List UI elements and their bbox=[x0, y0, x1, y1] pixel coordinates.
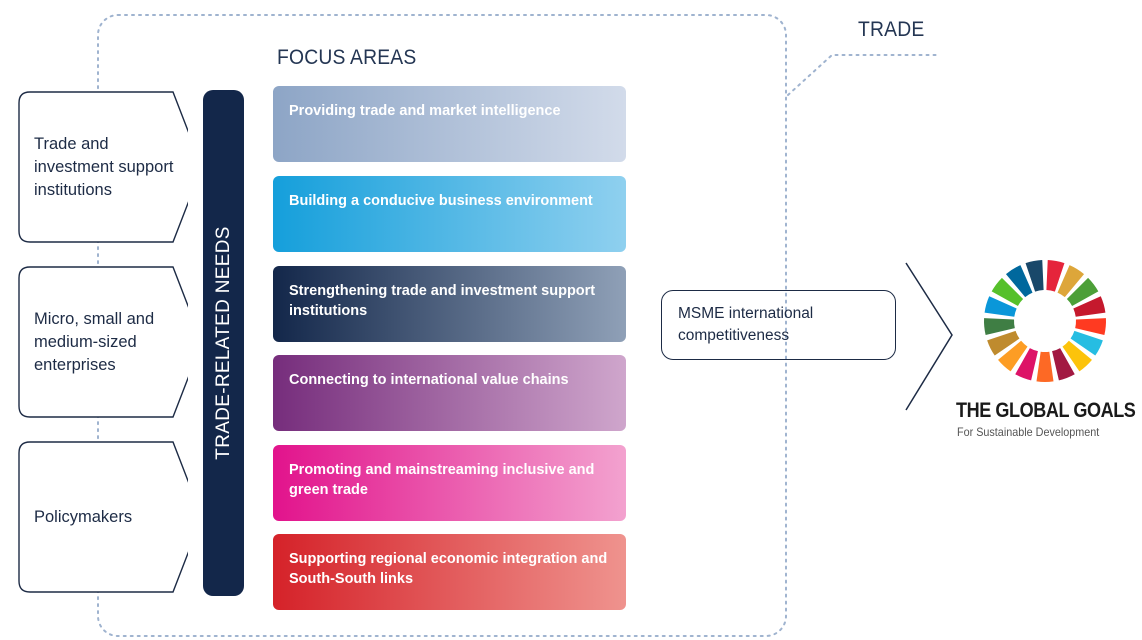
wheel-segment bbox=[984, 318, 1015, 336]
trade-related-needs-label: TRADE-RELATED NEEDS bbox=[212, 226, 234, 460]
wheel-segment bbox=[1073, 296, 1106, 317]
chevron-shape bbox=[18, 266, 188, 418]
global-goals-subtitle: For Sustainable Development bbox=[957, 425, 1100, 439]
wheel-segment bbox=[1046, 260, 1065, 292]
wheel-segment bbox=[1005, 265, 1033, 298]
wheel-segment bbox=[1015, 348, 1038, 381]
chevron-shape bbox=[18, 441, 188, 593]
wheel-segment bbox=[1052, 348, 1075, 381]
focus-areas-heading: FOCUS AREAS bbox=[277, 46, 417, 69]
trade-label: TRADE bbox=[858, 18, 925, 41]
wheel-segment bbox=[1057, 265, 1085, 298]
wheel-segment bbox=[991, 277, 1024, 306]
stakeholder-label: Trade and investment support institution… bbox=[34, 134, 174, 199]
trade-leader-line bbox=[787, 54, 939, 96]
stakeholder-policymakers: Policymakers bbox=[18, 441, 188, 593]
focus-area-business-environment: Building a conducive business environmen… bbox=[273, 176, 626, 252]
focus-area-regional-integration: Supporting regional economic integration… bbox=[273, 534, 626, 610]
wheel-segment bbox=[987, 330, 1020, 356]
focus-area-value-chains: Connecting to international value chains bbox=[273, 355, 626, 431]
stakeholder-label: Micro, small and medium-sized enterprise… bbox=[34, 309, 155, 374]
wheel-segment bbox=[1025, 260, 1044, 292]
focus-area-support-institutions: Strengthening trade and investment suppo… bbox=[273, 266, 626, 342]
wheel-segment bbox=[998, 340, 1028, 372]
chevron-shape bbox=[18, 91, 188, 243]
stakeholder-trade-institutions: Trade and investment support institution… bbox=[18, 91, 188, 243]
outcome-arrow bbox=[905, 262, 953, 411]
wheel-segment bbox=[1066, 277, 1099, 306]
wheel-segment bbox=[1070, 330, 1103, 356]
wheel-segment bbox=[1062, 340, 1092, 372]
focus-area-market-intelligence: Providing trade and market intelligence bbox=[273, 86, 626, 162]
stakeholder-msmes: Micro, small and medium-sized enterprise… bbox=[18, 266, 188, 418]
wheel-segment bbox=[1036, 351, 1054, 382]
global-goals-wheel-icon bbox=[984, 260, 1106, 382]
wheel-segment bbox=[1075, 318, 1106, 336]
trade-related-needs-bar: TRADE-RELATED NEEDS bbox=[203, 90, 244, 596]
wheel-segment bbox=[984, 296, 1017, 317]
global-goals-title: THE GLOBAL GOALS bbox=[956, 399, 1136, 422]
outcome-box: MSME international competitiveness bbox=[661, 290, 896, 360]
stakeholder-label: Policymakers bbox=[34, 507, 133, 526]
focus-area-inclusive-green-trade: Promoting and mainstreaming inclusive an… bbox=[273, 445, 626, 521]
